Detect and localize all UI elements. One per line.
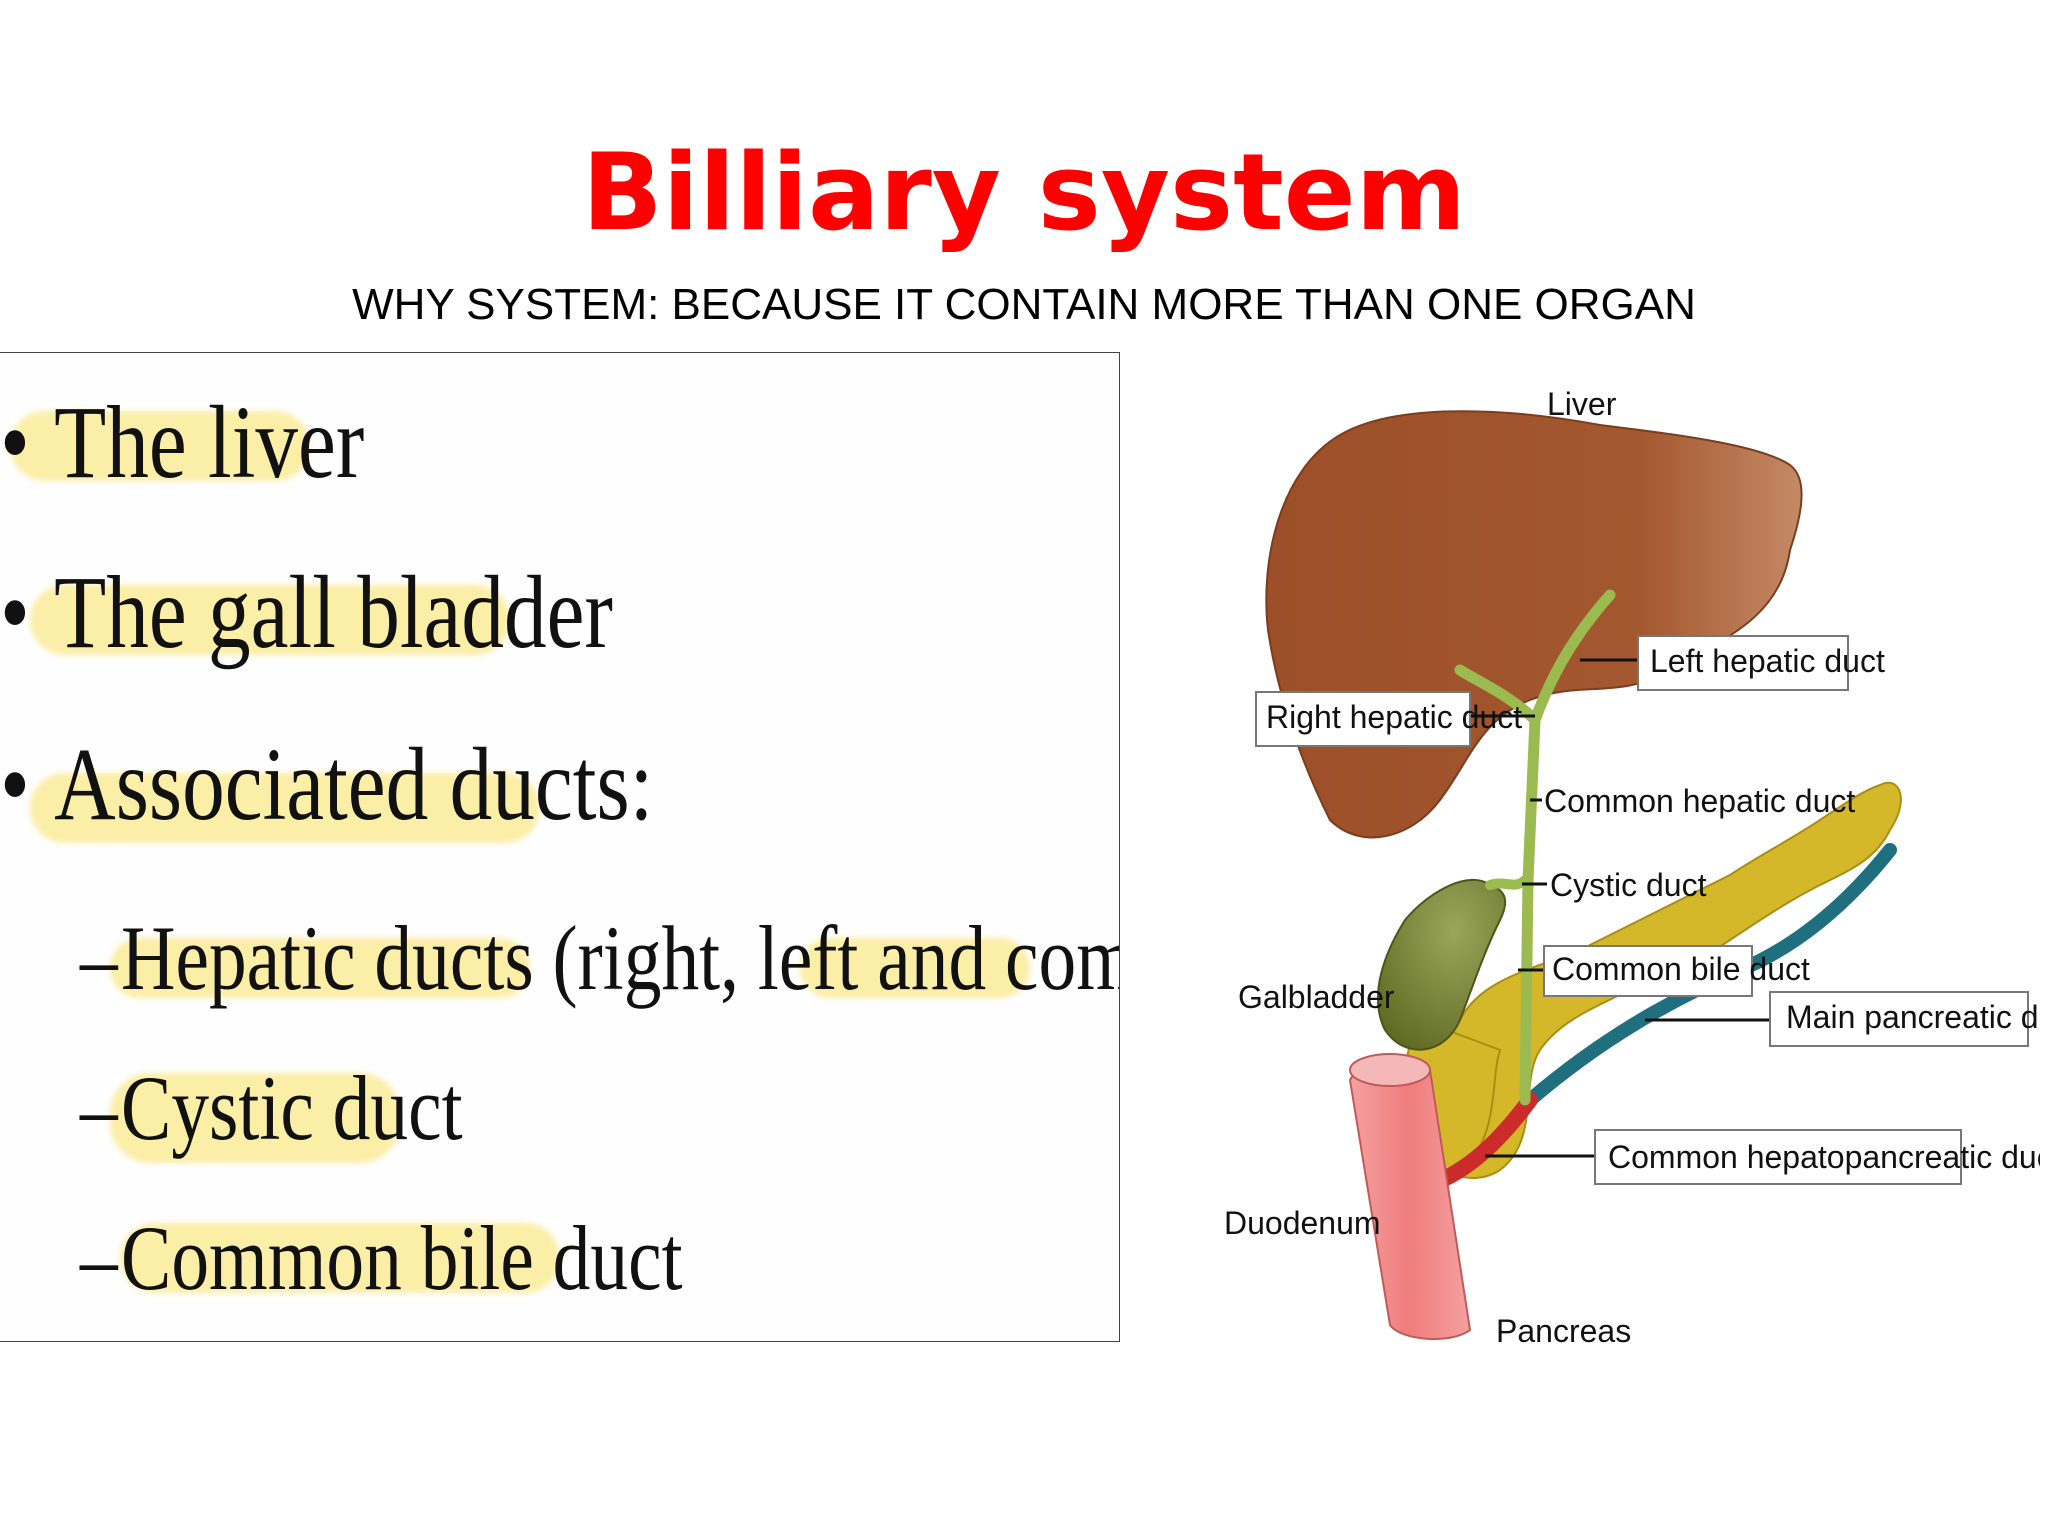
- sub-bullet-item: –Common bile duct: [80, 1205, 683, 1311]
- sub-bullet-marker: –: [80, 1057, 118, 1159]
- sub-bullet-marker: –: [80, 907, 118, 1009]
- bullet-item: •Associated ducts:: [0, 725, 653, 844]
- label-cystic-duct: Cystic duct: [1550, 867, 1707, 903]
- slide-title: Billiary system: [581, 131, 1467, 254]
- bullet-text: Associated ducts:: [54, 727, 654, 842]
- label-common-hepatopancreatic-duct: Common hepatopancreatic duct: [1608, 1139, 2040, 1175]
- bullet-text: The liver: [54, 385, 365, 500]
- highlight-gall-bladder: [30, 585, 510, 655]
- galbladder-shape: [1376, 879, 1507, 1051]
- highlight-common-bile-duct: [120, 1223, 560, 1293]
- label-liver: Liver: [1547, 386, 1617, 422]
- bullet-item: •The gall bladder: [0, 553, 613, 672]
- label-galbladder: Galbladder: [1238, 979, 1395, 1015]
- label-common-hepatic-duct: Common hepatic duct: [1544, 783, 1855, 819]
- biliary-anatomy-diagram: Liver Left hepatic duct Right hepatic du…: [1224, 386, 2040, 1349]
- bullet-marker: •: [0, 555, 30, 670]
- bullet-text: The gall bladder: [54, 555, 613, 670]
- sub-bullet-marker: –: [80, 1207, 118, 1309]
- bullet-marker: •: [0, 385, 30, 500]
- sub-bullet-item: –Cystic duct: [80, 1055, 463, 1161]
- label-box: [1769, 991, 2029, 1047]
- label-right-hepatic-duct: Right hepatic duct: [1266, 699, 1522, 735]
- bullet-panel: •The liver •The gall bladder •Associated…: [0, 352, 1120, 1342]
- slide-subtitle: WHY SYSTEM: BECAUSE IT CONTAIN MORE THAN…: [352, 280, 1696, 329]
- highlight-hepatic-ducts: [110, 938, 530, 998]
- sub-bullet-text: Cystic duct: [121, 1057, 463, 1159]
- label-main-pancreatic-duct: Main pancreatic duct: [1786, 999, 2040, 1035]
- bullet-item: •The liver: [0, 383, 364, 502]
- highlight-cystic-duct: [110, 1073, 400, 1163]
- label-box: [1255, 691, 1471, 747]
- label-common-bile-duct: Common bile duct: [1552, 951, 1810, 987]
- label-box: [1594, 1129, 1962, 1185]
- label-box: [1637, 635, 1849, 691]
- label-box: [1543, 945, 1753, 997]
- bullet-marker: •: [0, 727, 30, 842]
- left-hepatic-duct-shape: [1529, 589, 1616, 726]
- highlight-common: [800, 938, 1030, 998]
- sub-bullet-text: Hepatic ducts (right, left and common): [121, 907, 1119, 1009]
- cystic-duct-shape: [1485, 875, 1530, 890]
- right-hepatic-duct-shape: [1454, 664, 1541, 726]
- label-pancreas: Pancreas: [1496, 1313, 1631, 1349]
- label-duodenum: Duodenum: [1224, 1205, 1381, 1241]
- sub-bullet-text: Common bile duct: [121, 1207, 683, 1309]
- highlight-associated-ducts: [30, 773, 540, 843]
- common-bile-duct-shape: [1519, 714, 1541, 1106]
- label-left-hepatic-duct: Left hepatic duct: [1650, 643, 1885, 679]
- highlight-liver: [10, 411, 310, 481]
- duodenum-opening: [1349, 1053, 1431, 1087]
- sub-bullet-item: –Hepatic ducts (right, left and common): [80, 905, 1119, 1011]
